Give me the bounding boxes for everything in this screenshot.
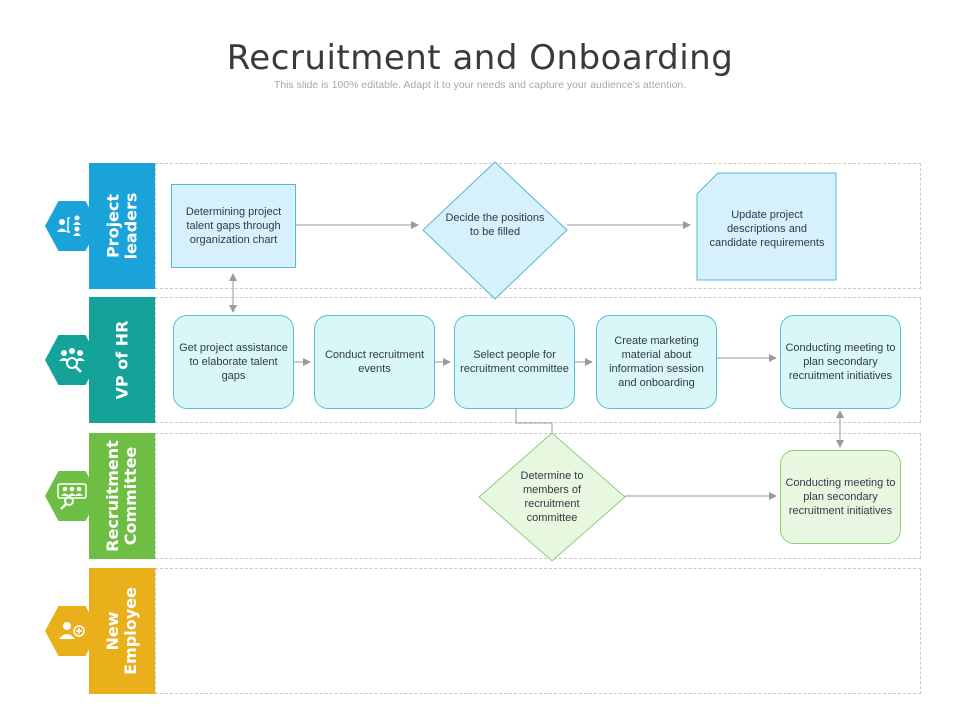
people-search-icon xyxy=(45,335,99,385)
node-select-people: Select people for recruitment committee xyxy=(454,315,575,409)
node-update-descriptions: Update project descriptions and candidat… xyxy=(709,209,825,249)
page-title: Recruitment and Onboarding xyxy=(226,38,734,78)
decide-diamond xyxy=(422,161,568,300)
node-determining-talent-gaps: Determining project talent gaps through … xyxy=(171,184,296,268)
determine-diamond xyxy=(478,432,626,562)
lane-project-leaders xyxy=(155,163,921,289)
lane-label-vp-hr: VP of HR xyxy=(89,297,155,423)
page-subtitle: This slide is 100% editable. Adapt it to… xyxy=(273,79,687,91)
node-conducting-meeting-rc: Conducting meeting to plan secondary rec… xyxy=(780,450,901,544)
lane-new-employee xyxy=(155,568,921,694)
lane-recruitment-committee xyxy=(155,433,921,559)
node-get-assistance: Get project assistance to elaborate tale… xyxy=(173,315,294,409)
line-select-to-determine xyxy=(515,408,553,433)
lane-label-project-leaders: Project leaders xyxy=(89,163,155,289)
update-box-shape xyxy=(696,172,837,281)
node-decide-positions: Decide the positions to be filled xyxy=(445,212,545,238)
node-conducting-meeting-hr: Conducting meeting to plan secondary rec… xyxy=(780,315,901,409)
node-conduct-events: Conduct recruitment events xyxy=(314,315,435,409)
lane-label-new-employee: New Employee xyxy=(89,568,155,694)
node-create-marketing: Create marketing material about informat… xyxy=(596,315,717,409)
lane-label-recruitment-committee: Recruitment Committee xyxy=(89,433,155,559)
node-determine-members: Determine to members of recruitment comm… xyxy=(520,470,584,524)
